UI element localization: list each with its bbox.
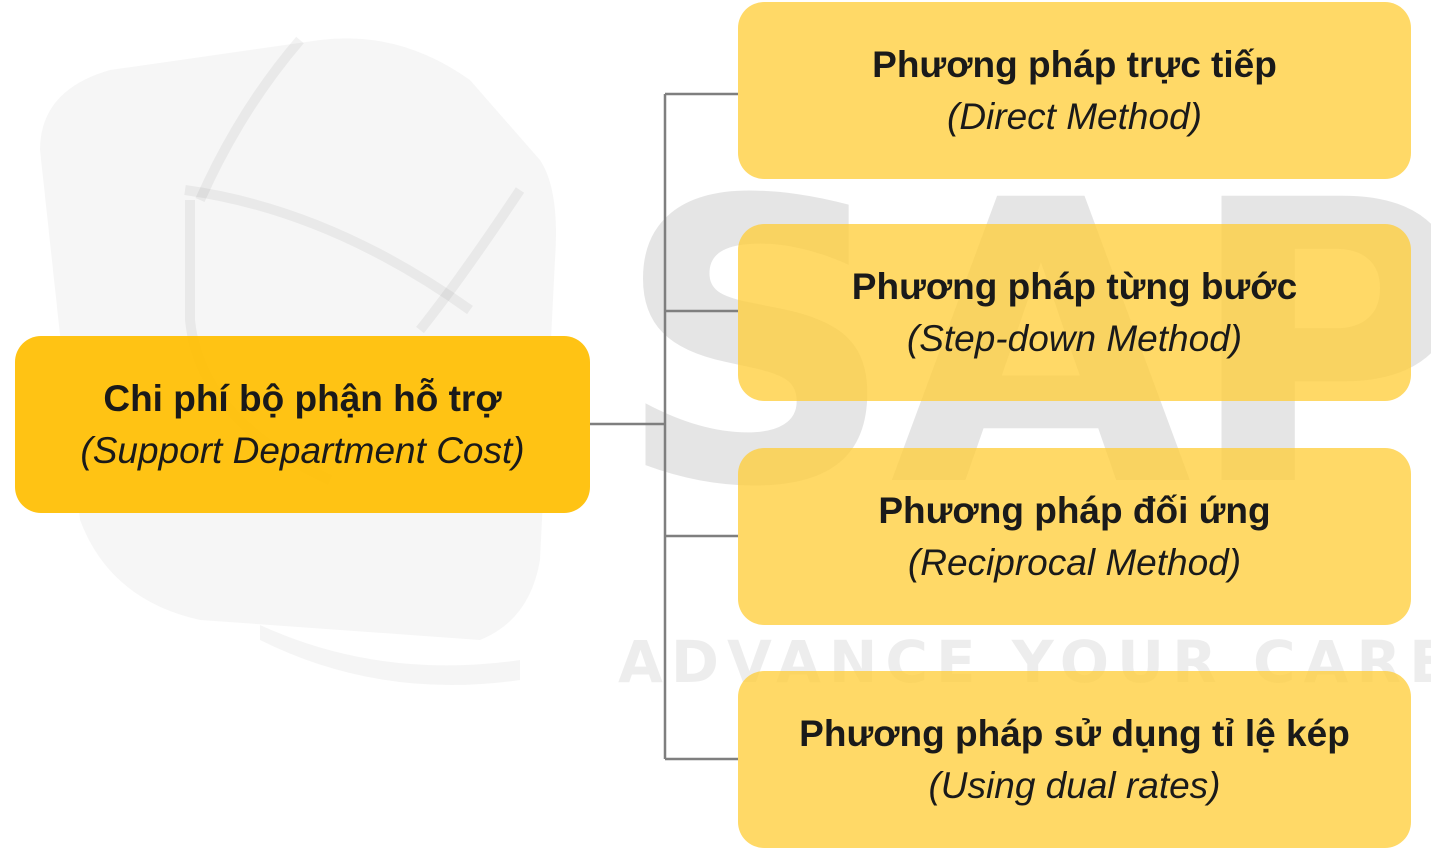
method-node-step-down: Phương pháp từng bước (Step-down Method) [738,224,1411,401]
method-node-subtitle: (Using dual rates) [928,764,1221,806]
root-node-title: Chi phí bộ phận hỗ trợ [103,377,502,419]
watermark-swoosh [260,625,520,685]
method-node-subtitle: (Reciprocal Method) [907,541,1242,583]
method-node-title: Phương pháp đối ứng [878,489,1271,531]
method-node-dual-rates: Phương pháp sử dụng tỉ lệ kép (Using dua… [738,671,1411,848]
root-node-support-department-cost: Chi phí bộ phận hỗ trợ (Support Departme… [15,336,590,513]
method-node-reciprocal: Phương pháp đối ứng (Reciprocal Method) [738,448,1411,625]
method-node-direct: Phương pháp trực tiếp (Direct Method) [738,2,1411,179]
method-node-subtitle: (Direct Method) [947,95,1202,137]
method-node-title: Phương pháp trực tiếp [872,43,1277,85]
watermark-curve-3 [195,36,304,203]
root-node-subtitle: (Support Department Cost) [80,429,525,471]
method-node-title: Phương pháp sử dụng tỉ lệ kép [799,712,1350,754]
method-node-title: Phương pháp từng bước [851,265,1298,307]
watermark-curve-4 [416,187,525,334]
method-node-subtitle: (Step-down Method) [906,317,1243,359]
watermark-curve-1 [184,185,473,315]
